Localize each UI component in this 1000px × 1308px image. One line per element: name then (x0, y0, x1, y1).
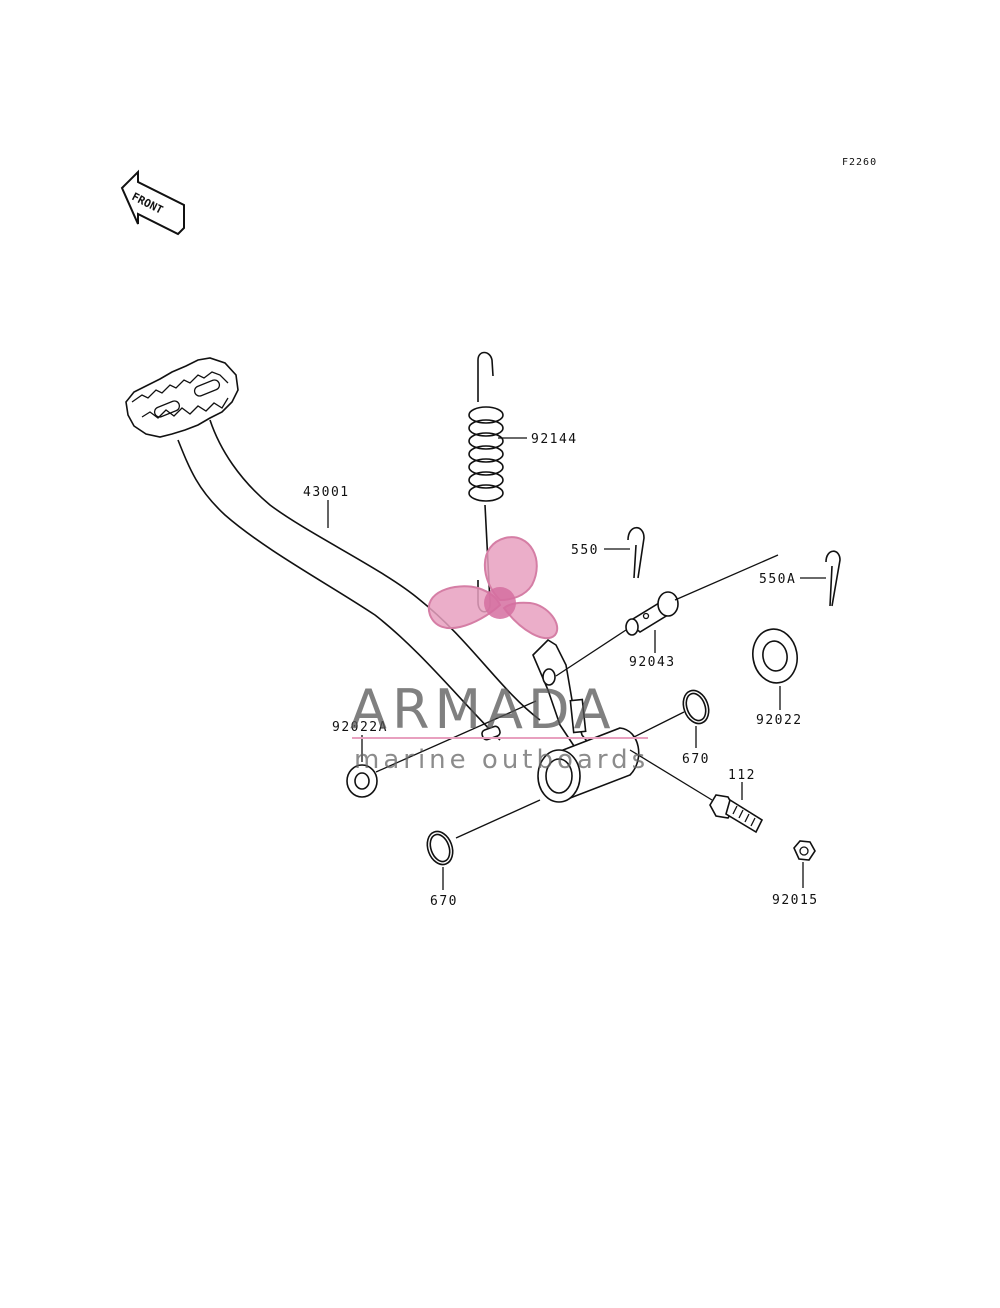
clevis-pin (625, 591, 679, 636)
label-92043: 92043 (629, 655, 676, 670)
label-550: 550 (571, 543, 599, 558)
nut (793, 840, 816, 861)
front-arrow-icon: FRONT (120, 169, 185, 236)
label-92144: 92144 (531, 432, 578, 447)
assembly-lines (375, 554, 779, 839)
label-92015: 92015 (772, 893, 819, 908)
label-92022: 92022 (756, 713, 803, 728)
o-ring-left (426, 830, 454, 866)
watermark-tagline: marine outboards (354, 745, 649, 775)
label-670-left: 670 (430, 894, 458, 909)
label-43001: 43001 (303, 485, 350, 500)
brake-pedal (125, 357, 640, 803)
label-92022a: 92022A (332, 720, 388, 735)
cotter-pin-a (825, 550, 841, 607)
watermark: ARMADA marine outboards (350, 536, 649, 775)
washer-a (346, 764, 378, 798)
label-112: 112 (728, 768, 756, 783)
o-ring-right (682, 689, 710, 725)
propeller-logo-icon (427, 536, 558, 640)
washer (752, 628, 798, 684)
label-670-right: 670 (682, 752, 710, 767)
watermark-brand: ARMADA (350, 678, 616, 741)
label-550a: 550A (759, 572, 796, 587)
bolt (709, 794, 764, 834)
leader-lines (327, 437, 826, 890)
reference-code: F2260 (842, 157, 877, 168)
cotter-pin (627, 526, 645, 579)
